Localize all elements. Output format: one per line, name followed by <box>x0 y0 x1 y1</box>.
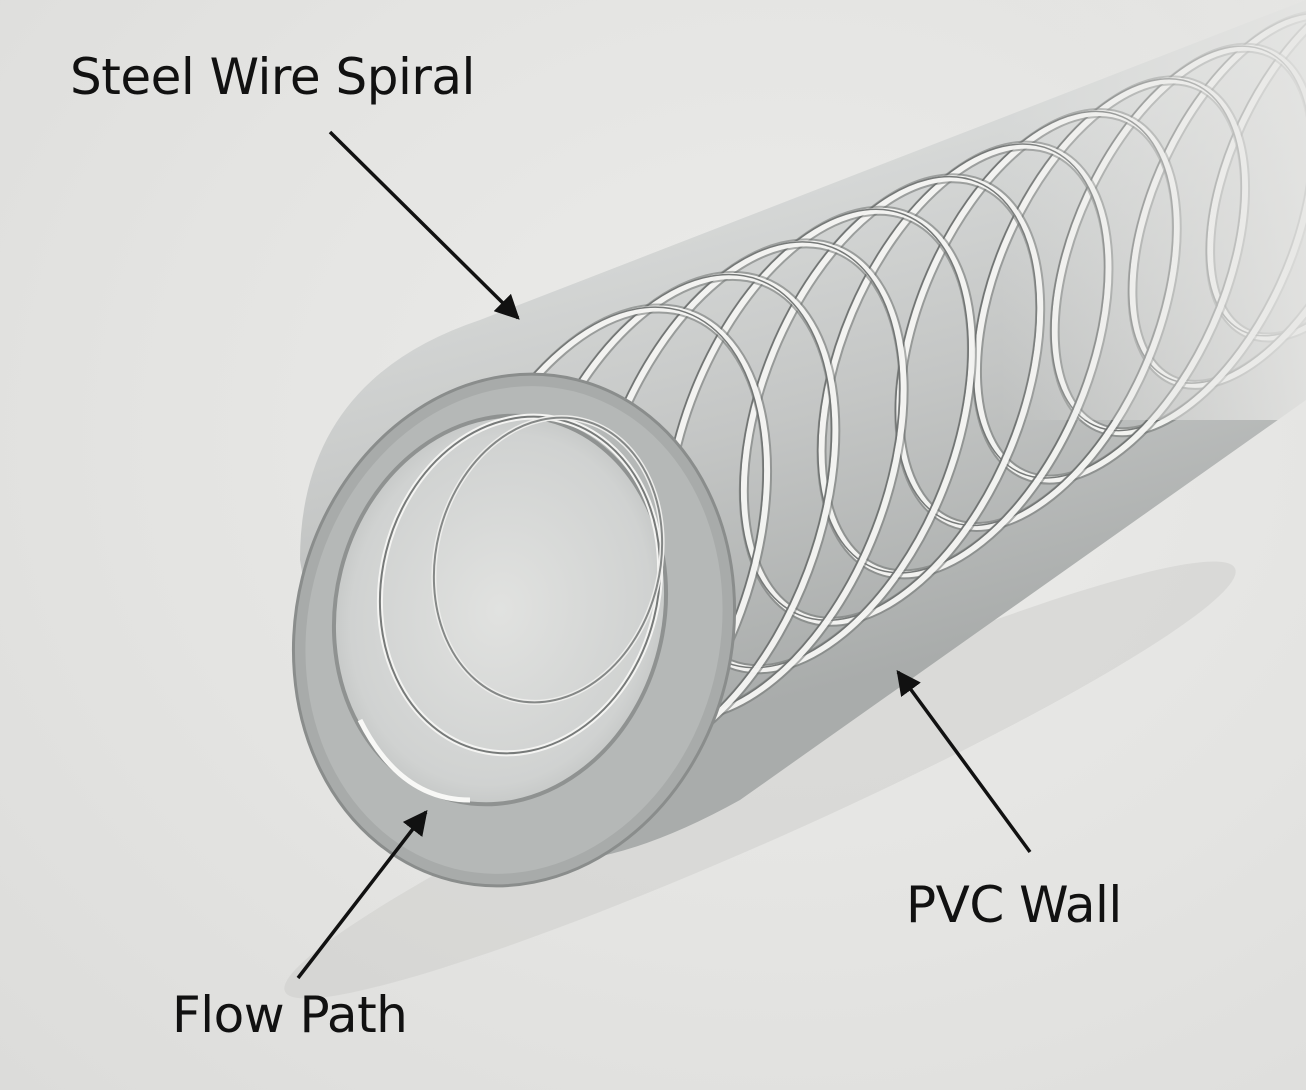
flow-path-arrow <box>296 810 428 980</box>
steel-wire-spiral-label: Steel Wire Spiral <box>70 48 475 106</box>
hose-far-end-fade <box>1000 0 1306 420</box>
pvc-wall-label: PVC Wall <box>906 876 1122 934</box>
inner-wire-ring <box>432 416 664 704</box>
flow-path-label: Flow Path <box>172 986 408 1044</box>
spiral-wire-ring <box>739 175 1038 621</box>
pvc-wall-arrow <box>896 670 1032 854</box>
steel-wire-spiral-arrow <box>328 130 520 320</box>
bore-highlight <box>357 718 471 803</box>
